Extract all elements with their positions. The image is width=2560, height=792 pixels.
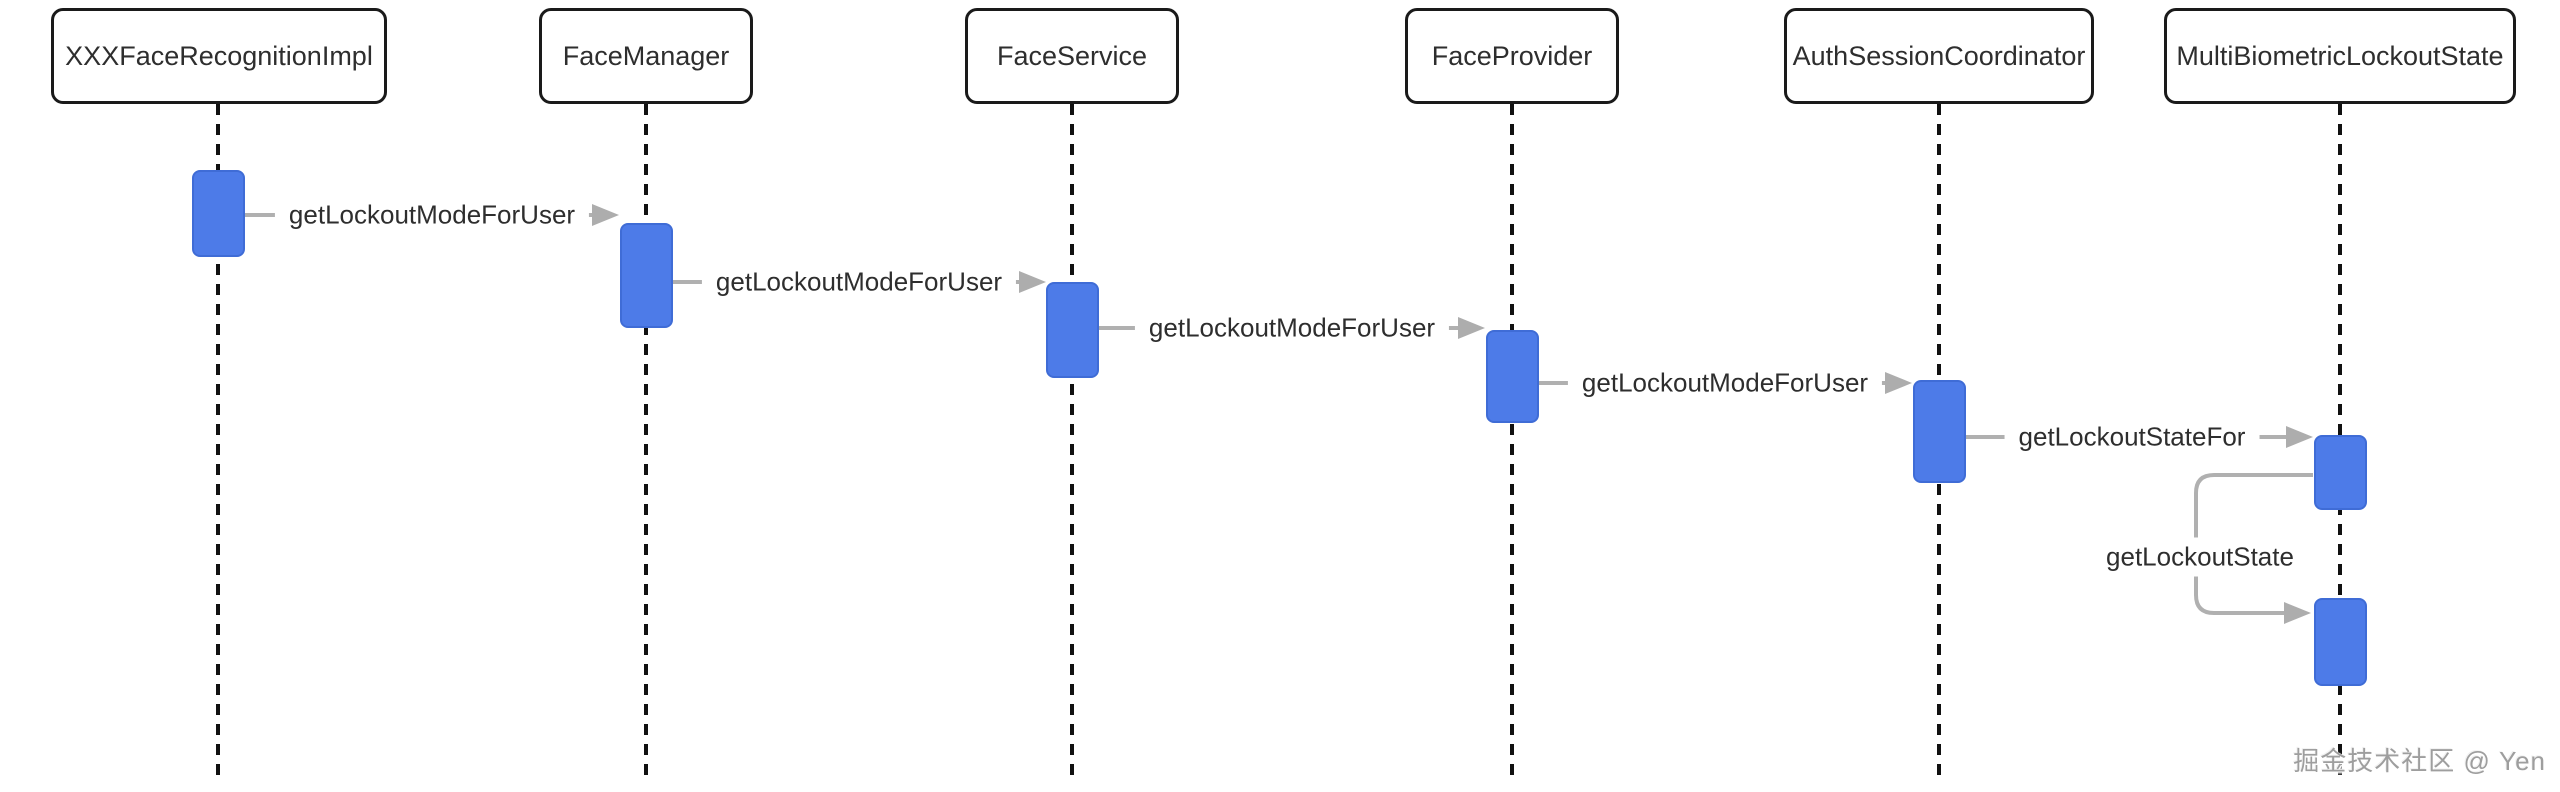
arrowhead-icon <box>2286 426 2313 448</box>
message-label-3: getLockoutModeForUser <box>1134 308 1450 348</box>
activation-bar-faceservice <box>1046 282 1099 378</box>
participant-box-multibiometriclockoutstate: MultiBiometricLockoutState <box>2164 8 2516 104</box>
participant-label: MultiBiometricLockoutState <box>2176 40 2504 71</box>
arrowhead-icon <box>1019 271 1046 293</box>
participant-label: FaceProvider <box>1431 40 1593 71</box>
participant-box-facemanager: FaceManager <box>539 8 753 104</box>
participant-box-faceprovider: FaceProvider <box>1405 8 1619 104</box>
activation-bar-facemanager <box>620 223 673 328</box>
participant-label: XXXFaceRecognitionImpl <box>65 40 373 71</box>
participant-label: FaceManager <box>562 40 730 71</box>
activation-bar-faceprovider <box>1486 330 1539 423</box>
watermark: 掘金技术社区 @ Yen <box>2293 746 2546 776</box>
participant-box-authsessioncoordinator: AuthSessionCoordinator <box>1784 8 2094 104</box>
arrowhead-icon <box>1885 372 1912 394</box>
participant-box-faceservice: FaceService <box>965 8 1179 104</box>
message-label-5: getLockoutStateFor <box>2004 417 2260 457</box>
message-label-1: getLockoutModeForUser <box>274 195 590 235</box>
message-label-4: getLockoutModeForUser <box>1567 363 1883 403</box>
activation-bar-authsessioncoordinator <box>1913 380 1966 483</box>
message-label-6: getLockoutState <box>2092 537 2308 577</box>
arrowhead-icon <box>1458 317 1485 339</box>
arrowhead-icon <box>592 204 619 226</box>
participant-box-xxxfacerecognitionimpl: XXXFaceRecognitionImpl <box>51 8 387 104</box>
arrowhead-icon <box>2284 602 2311 624</box>
participant-label: FaceService <box>996 40 1148 71</box>
activation-bar-multibiometriclockoutstate-2 <box>2314 598 2367 686</box>
participant-label: AuthSessionCoordinator <box>1792 40 2086 71</box>
activation-bar-xxxfacerecognitionimpl <box>192 170 245 257</box>
activation-bar-multibiometriclockoutstate-1 <box>2314 435 2367 510</box>
message-label-2: getLockoutModeForUser <box>701 262 1017 302</box>
